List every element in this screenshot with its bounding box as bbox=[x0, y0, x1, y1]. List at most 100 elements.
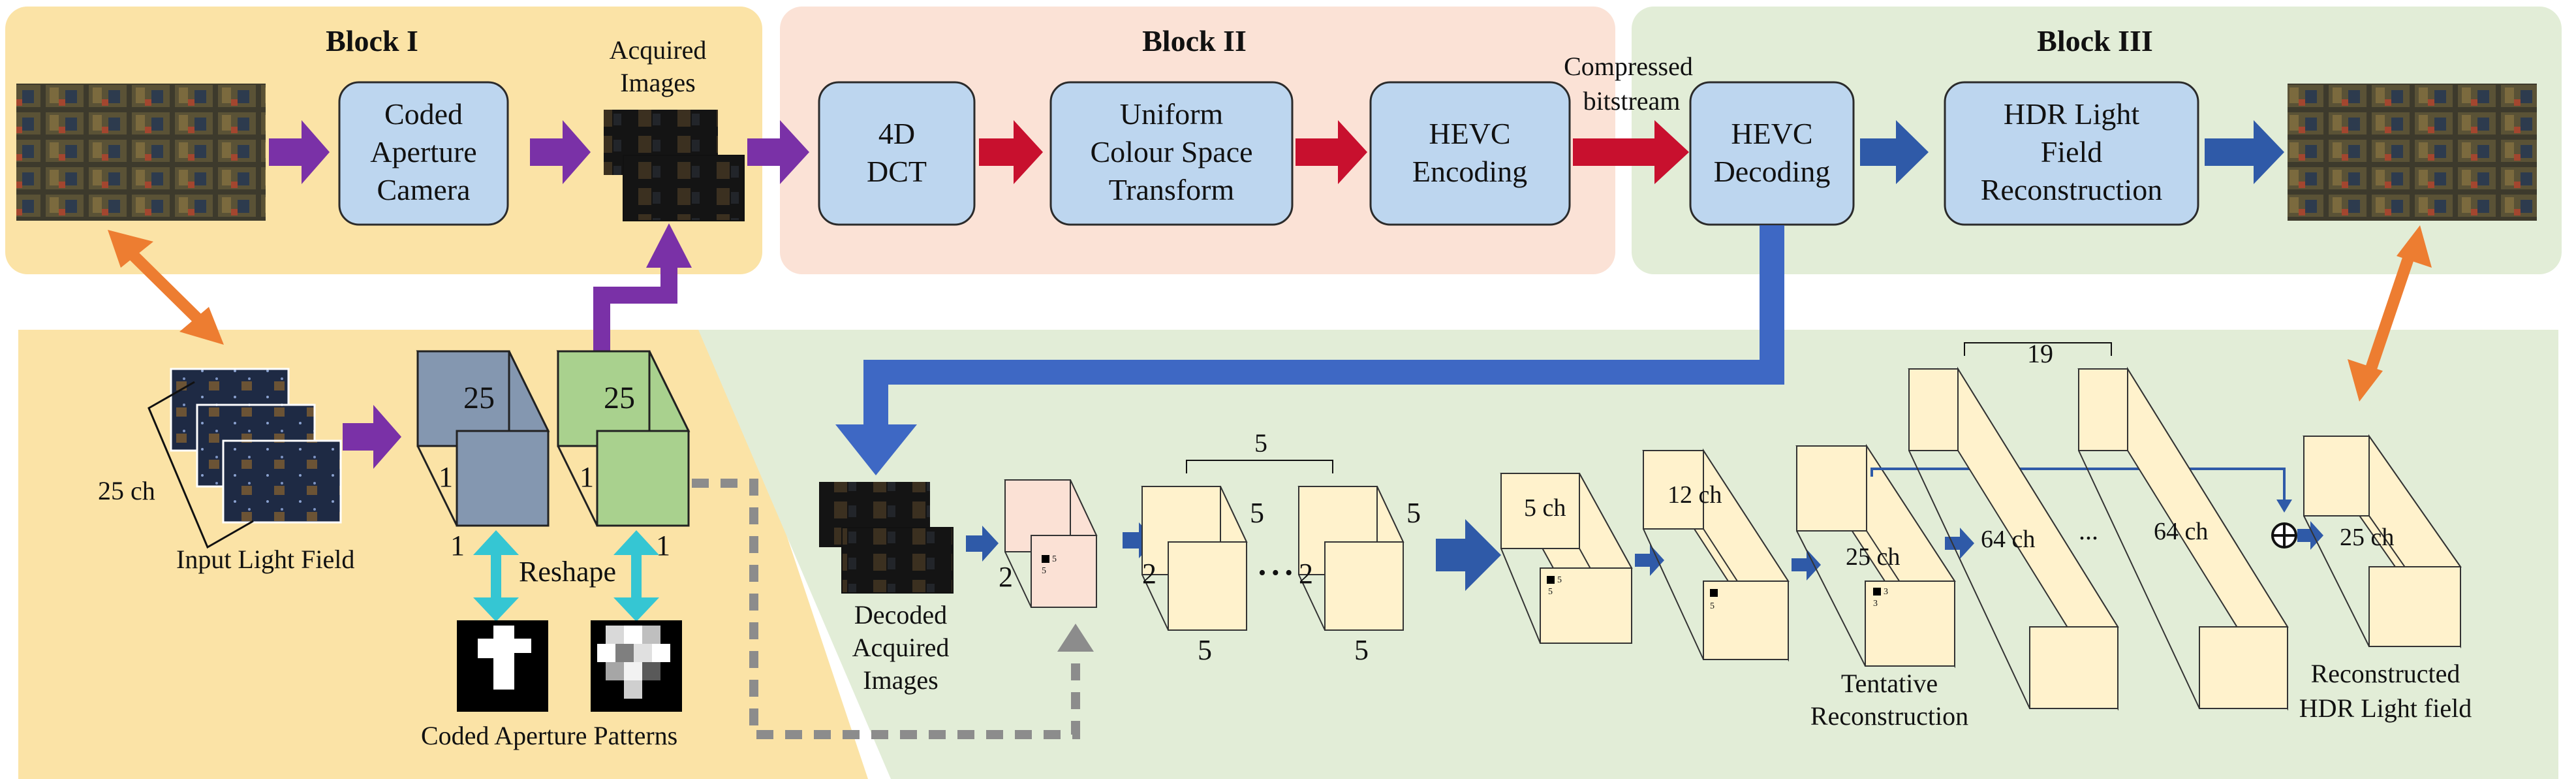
acquired-images-label-line1: Acquired bbox=[610, 35, 707, 65]
red-arrow-1 bbox=[979, 120, 1043, 184]
small-blue-arrow-5 bbox=[1945, 528, 1974, 559]
hdr-reconstruction-line2: Field bbox=[2041, 135, 2103, 168]
hevc-encoding-line1: HEVC bbox=[1429, 117, 1510, 150]
input-light-field-thumbnail bbox=[16, 84, 266, 221]
dct-box bbox=[818, 81, 976, 226]
red-arrow-2 bbox=[1296, 120, 1367, 184]
cube-25ch-output bbox=[2303, 434, 2462, 649]
colour-transform-line1: Uniform bbox=[1120, 97, 1224, 131]
cube-cream-b-dim2: 2 bbox=[1299, 558, 1313, 590]
hevc-encoding-box bbox=[1369, 81, 1571, 226]
cube-cream-a-dim2: 2 bbox=[1142, 558, 1156, 590]
blue-connector-decoding-to-decoded bbox=[863, 225, 1784, 428]
hevc-encoding-line2: Encoding bbox=[1412, 155, 1527, 188]
cube-64ch-b-label: 64 ch bbox=[2154, 518, 2208, 545]
dashed-connector-to-conv bbox=[692, 479, 1080, 739]
pink-cube-dim: 2 bbox=[999, 561, 1013, 593]
pink-kernel-w: 5 bbox=[1052, 554, 1057, 564]
cube-64ch-a bbox=[1908, 366, 2119, 711]
purple-connector-arrowhead bbox=[646, 223, 692, 268]
decoded-caption-line2: Acquired bbox=[852, 633, 950, 662]
big-blue-arrow bbox=[1436, 519, 1501, 591]
coded-aperture-patterns-caption: Coded Aperture Patterns bbox=[421, 721, 677, 750]
hdr-reconstruction-line1: HDR Light bbox=[2004, 97, 2140, 131]
layer-ellipsis: ... bbox=[2079, 516, 2098, 545]
output-light-field-thumbnail bbox=[2288, 84, 2537, 221]
purple-connector-to-acquired bbox=[593, 261, 677, 353]
dct-line1: 4D bbox=[878, 117, 915, 150]
hdr-reconstruction-box bbox=[1944, 81, 2199, 226]
purple-arrow-3 bbox=[747, 120, 809, 184]
bracket-5-top-label: 5 bbox=[1254, 428, 1267, 458]
cyan-double-arrow-left bbox=[473, 530, 519, 622]
cube-5ch-kw: 5 bbox=[1557, 575, 1562, 585]
hevc-decoding-line1: HEVC bbox=[1731, 117, 1812, 150]
blue-connector-arrowhead bbox=[835, 424, 917, 475]
block3-title: Block III bbox=[2037, 24, 2153, 57]
cube-5ch-kh: 5 bbox=[1548, 587, 1553, 597]
input-lf-caption: Input Light Field bbox=[176, 545, 354, 574]
input-lf-bracket bbox=[147, 381, 254, 549]
purple-arrow-2 bbox=[530, 120, 591, 184]
cube-blue-bottom-label: 1 bbox=[450, 530, 465, 562]
bracket-19-label: 19 bbox=[2027, 339, 2053, 368]
cube-25ch-label: 25 ch bbox=[1846, 543, 1900, 571]
coded-aperture-pattern-grey bbox=[591, 620, 682, 712]
orange-double-arrow-left bbox=[108, 230, 224, 345]
coded-camera-line2: Aperture bbox=[370, 135, 476, 168]
cube-blue-depth-label: 25 bbox=[463, 381, 495, 415]
cube-5ch-label: 5 ch bbox=[1524, 494, 1566, 522]
cube-25ch-kw: 3 bbox=[1884, 587, 1888, 597]
cube-64ch-a-label: 64 ch bbox=[1981, 526, 2035, 553]
hdr-reconstruction-line3: Reconstruction bbox=[1981, 173, 2163, 206]
cyan-double-arrow-right bbox=[613, 530, 659, 622]
reconstructed-caption-line2: HDR Light field bbox=[2299, 693, 2472, 723]
acquired-image-front bbox=[623, 155, 745, 221]
blue-arrow-2 bbox=[2205, 120, 2284, 184]
cube-25ch-tentative bbox=[1795, 443, 1956, 669]
cube-cream-b-bottom5: 5 bbox=[1354, 634, 1369, 666]
hevc-decoding-line2: Decoding bbox=[1714, 155, 1831, 188]
input-lf-channels: 25 ch bbox=[98, 476, 155, 505]
cube-cream-a bbox=[1141, 486, 1248, 631]
small-blue-arrow-3 bbox=[1635, 545, 1664, 576]
dct-line2: DCT bbox=[867, 155, 927, 188]
skip-connection-arrowhead bbox=[2276, 500, 2292, 513]
coded-aperture-pattern-binary bbox=[457, 620, 548, 712]
blue-arrow-1 bbox=[1860, 120, 1929, 184]
decoded-caption-line1: Decoded bbox=[854, 600, 947, 629]
colour-transform-line2: Colour Space bbox=[1090, 135, 1252, 168]
small-blue-arrow-4 bbox=[1792, 549, 1821, 580]
block1-title: Block I bbox=[326, 24, 418, 57]
compressed-bitstream-line2: bitstream bbox=[1583, 86, 1681, 116]
cube-cream-a-dim5: 5 bbox=[1250, 497, 1264, 529]
decoded-caption-line3: Images bbox=[863, 665, 939, 695]
cube-green-depth-label: 25 bbox=[604, 381, 635, 415]
cube-green-side-label: 1 bbox=[580, 461, 594, 493]
cube-12ch-k: 5 bbox=[1710, 601, 1715, 611]
cube-64ch-b bbox=[2077, 366, 2289, 711]
dashed-connector-arrowhead bbox=[1057, 624, 1094, 652]
colour-space-transform-box bbox=[1049, 81, 1294, 226]
coded-aperture-camera-box bbox=[338, 81, 509, 226]
reconstructed-caption-line1: Reconstructed bbox=[2311, 659, 2460, 688]
cube-5ch bbox=[1500, 473, 1633, 644]
cube-12ch-label: 12 ch bbox=[1668, 481, 1722, 509]
skip-connection bbox=[1870, 468, 2286, 501]
small-blue-arrow-1 bbox=[966, 526, 999, 562]
orange-double-arrow-right bbox=[2348, 225, 2432, 402]
coded-camera-line1: Coded bbox=[384, 97, 463, 131]
bracket-19 bbox=[1964, 342, 2112, 356]
cube-green-bottom-label: 1 bbox=[656, 530, 670, 562]
cube-cream-a-bottom5: 5 bbox=[1198, 634, 1212, 666]
colour-transform-line3: Transform bbox=[1109, 173, 1235, 206]
block3-lower-panel bbox=[698, 330, 2558, 779]
block2-title: Block II bbox=[1142, 24, 1247, 57]
decoded-image-front bbox=[841, 527, 954, 594]
cube-pink-input bbox=[1004, 479, 1098, 608]
cube-ellipsis: • • • bbox=[1258, 561, 1293, 585]
tentative-caption-line1: Tentative bbox=[1841, 669, 1938, 698]
pink-kernel-h: 5 bbox=[1042, 566, 1046, 576]
coded-camera-line3: Camera bbox=[377, 173, 470, 206]
